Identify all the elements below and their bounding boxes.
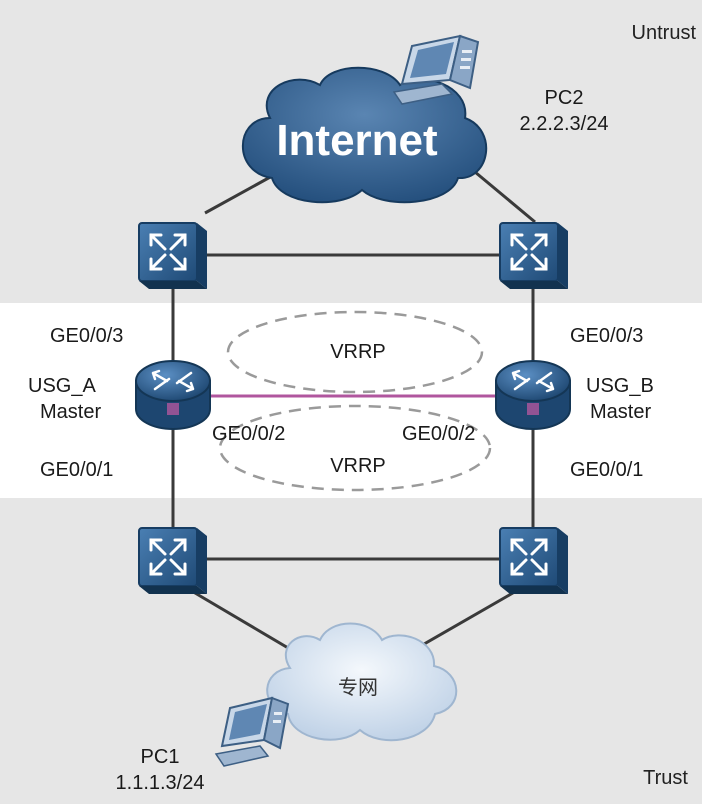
switch-bottom-right-icon	[499, 527, 568, 594]
vrrp-upper-label: VRRP	[330, 341, 386, 363]
link-switch-private-left	[189, 588, 301, 657]
vrrp-lower-label: VRRP	[330, 455, 386, 477]
usg-a-ge001-label: GE0/0/1	[40, 459, 113, 481]
pc1-icon	[214, 696, 290, 767]
internet-label: Internet	[276, 116, 438, 165]
usg-b-ge002-label: GE0/0/2	[402, 423, 475, 445]
pc1-name-label: PC1	[141, 746, 180, 768]
links	[171, 168, 536, 657]
private-network-cloud: 专网	[266, 622, 458, 742]
dmz-zone-background	[0, 303, 702, 498]
link-internet-switch-right	[474, 170, 536, 224]
private-network-label: 专网	[338, 675, 378, 699]
vrrp-upper-ellipse	[226, 310, 484, 394]
switch-top-right-icon	[499, 222, 568, 289]
pc2-name-label: PC2	[545, 87, 584, 109]
usg-a-role-label: Master	[40, 401, 101, 423]
usg-a-ge002-label: GE0/0/2	[212, 423, 285, 445]
switch-top-left-icon	[138, 222, 207, 289]
vrrp-lower-ellipse	[218, 404, 492, 492]
usg-b-ge001-label: GE0/0/1	[570, 459, 643, 481]
pc2-ip-label: 2.2.2.3/24	[520, 113, 609, 135]
trust-zone-label: Trust	[643, 767, 688, 789]
internet-cloud: Internet	[241, 66, 488, 204]
pc2-icon	[392, 34, 480, 105]
switch-bottom-left-icon	[138, 527, 207, 594]
pc1-ip-label: 1.1.1.3/24	[116, 772, 205, 794]
usg-a-ge003-label: GE0/0/3	[50, 325, 123, 347]
usg-a-firewall-icon	[135, 360, 211, 430]
usg-b-role-label: Master	[590, 401, 651, 423]
usg-a-name-label: USG_A	[28, 375, 96, 397]
usg-b-ge003-label: GE0/0/3	[570, 325, 643, 347]
usg-b-name-label: USG_B	[586, 375, 654, 397]
untrust-zone-label: Untrust	[632, 22, 697, 44]
usg-b-firewall-icon	[495, 360, 571, 430]
